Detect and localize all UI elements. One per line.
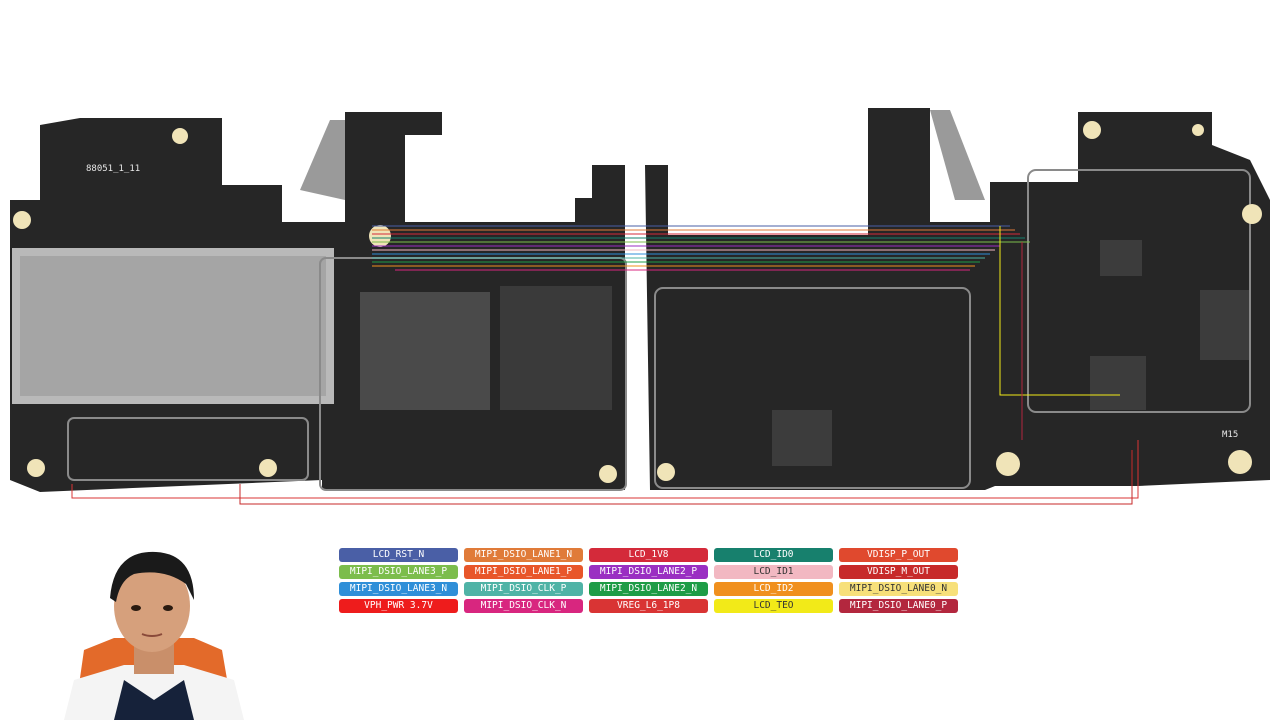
- legend-item: MIPI_DSIO_LANE0_N: [839, 582, 958, 596]
- pcb-diagram: [10, 108, 1270, 505]
- legend-item: VREG_L6_1P8: [589, 599, 708, 613]
- legend-item: VPH_PWR 3.7V: [339, 599, 458, 613]
- legend-item: LCD_TEO: [714, 599, 833, 613]
- left-board: [10, 112, 627, 492]
- legend-item: LCD_ID1: [714, 565, 833, 579]
- legend-item: LCD_1V8: [589, 548, 708, 562]
- signal-legend: LCD_RST_N MIPI_DSIO_LANE1_N LCD_1V8 LCD_…: [339, 548, 958, 613]
- legend-item: LCD_ID0: [714, 548, 833, 562]
- legend-item: MIPI_DSIO_LANE2_N: [589, 582, 708, 596]
- legend-item: MIPI_DSIO_LANE3_N: [339, 582, 458, 596]
- board-model-mark: M15: [1222, 430, 1239, 440]
- legend-item: LCD_ID2: [714, 582, 833, 596]
- legend-item: VDISP_P_OUT: [839, 548, 958, 562]
- signal-traces: [71, 225, 1139, 505]
- legend-item: LCD_RST_N: [339, 548, 458, 562]
- legend-item: MIPI_DSIO_LANE0_P: [839, 599, 958, 613]
- legend-item: MIPI_DSIO_CLK_P: [464, 582, 583, 596]
- legend-item: VDISP_M_OUT: [839, 565, 958, 579]
- presenter-webcam: [64, 551, 244, 720]
- board-part-number: 88051_1_11: [86, 164, 141, 174]
- legend-item: MIPI_DSIO_LANE3_P: [339, 565, 458, 579]
- right-board: [645, 108, 1270, 490]
- legend-item: MIPI_DSIO_CLK_N: [464, 599, 583, 613]
- legend-item: MIPI_DSIO_LANE1_P: [464, 565, 583, 579]
- legend-item: MIPI_DSIO_LANE2_P: [589, 565, 708, 579]
- legend-item: MIPI_DSIO_LANE1_N: [464, 548, 583, 562]
